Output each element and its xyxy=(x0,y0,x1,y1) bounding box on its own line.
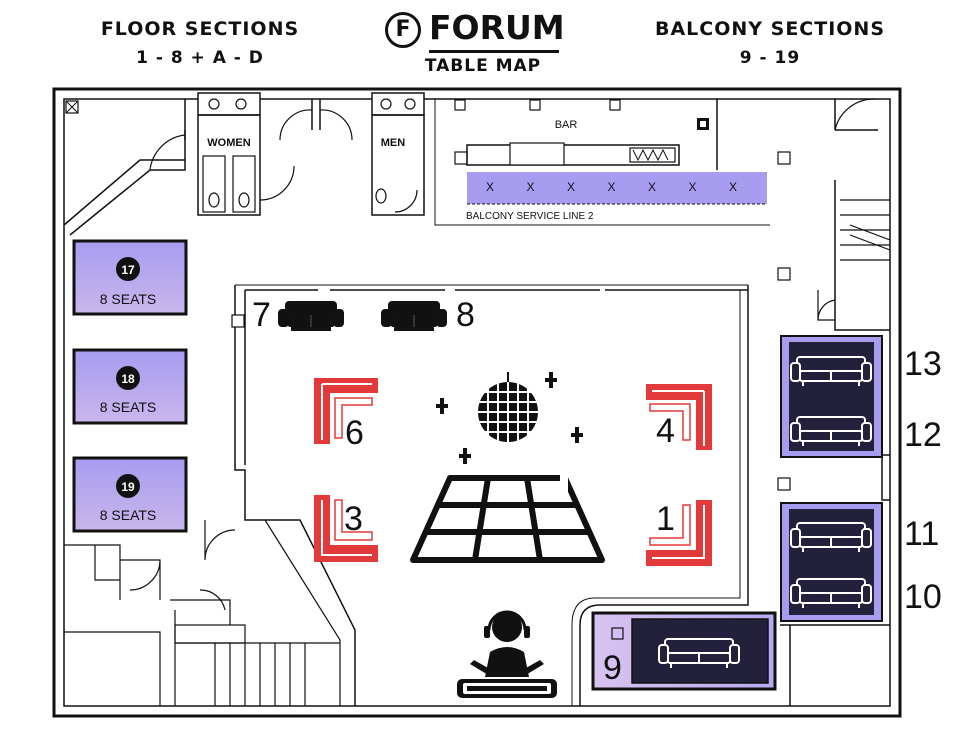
service-marker: X xyxy=(688,180,696,194)
table-17-number: 17 xyxy=(121,263,135,277)
logo-underline xyxy=(429,50,559,53)
service-marker: X xyxy=(729,180,737,194)
table-19-seats: 8 SEATS xyxy=(100,507,157,523)
section-13-label: 13 xyxy=(904,345,942,383)
corner-box-icon xyxy=(65,100,79,114)
section-9-label: 9 xyxy=(603,649,622,687)
section-7-label: 7 xyxy=(252,296,271,334)
floor-sections-title: FLOOR SECTIONS xyxy=(100,18,300,40)
service-marker: X xyxy=(526,180,534,194)
disco-ball-icon xyxy=(478,372,538,442)
section-3[interactable]: 3 xyxy=(314,495,378,562)
balcony-sections-range: 9 - 19 xyxy=(739,48,801,68)
outer-wall xyxy=(52,87,902,718)
dance-floor-icon xyxy=(410,475,605,563)
section-7[interactable]: 7 xyxy=(252,296,345,334)
service-marker: X xyxy=(607,180,615,194)
sparkle-icon xyxy=(436,372,583,464)
table-18[interactable]: 18 8 SEATS xyxy=(72,348,188,425)
section-11-label: 11 xyxy=(904,515,939,553)
section-1-label: 1 xyxy=(656,500,675,538)
sofa-icon xyxy=(380,300,448,332)
service-line-label: BALCONY SERVICE LINE 2 xyxy=(466,211,594,222)
forum-logo: F FORUM TABLE MAP xyxy=(383,8,565,80)
section-11-10-booth[interactable] xyxy=(780,502,883,622)
table-17-seats: 8 SEATS xyxy=(100,291,157,307)
balcony-sections-header: BALCONY SECTIONS 9 - 19 xyxy=(640,18,900,68)
floor-sections-header: FLOOR SECTIONS 1 - 8 + A - D xyxy=(80,18,320,68)
table-17[interactable]: 17 8 SEATS xyxy=(72,239,188,316)
table-18-seats: 8 SEATS xyxy=(100,399,157,415)
section-13-12-booth[interactable] xyxy=(780,335,883,458)
dj-icon xyxy=(457,610,557,698)
floor-sections-range: 1 - 8 + A - D xyxy=(136,48,264,68)
service-marker: X xyxy=(486,180,494,194)
forum-logo-mark: F xyxy=(385,12,421,48)
section-10-label: 10 xyxy=(904,578,942,616)
womens-restroom xyxy=(197,114,261,216)
section-4[interactable]: 4 xyxy=(646,384,712,450)
table-map-title: TABLE MAP xyxy=(424,56,542,76)
women-label: WOMEN xyxy=(207,137,250,149)
men-label: MEN xyxy=(381,137,406,149)
section-12-label: 12 xyxy=(904,416,942,454)
section-6-label: 6 xyxy=(345,414,364,452)
section-8[interactable]: 8 xyxy=(380,296,475,334)
bar-label: BAR xyxy=(555,119,578,131)
balcony-service-line xyxy=(467,172,767,204)
section-4-label: 4 xyxy=(656,412,675,450)
section-6[interactable]: 6 xyxy=(314,378,378,452)
service-marker: X xyxy=(648,180,656,194)
forum-logo-word: FORUM xyxy=(429,8,565,47)
balcony-sections-title: BALCONY SECTIONS xyxy=(654,18,886,40)
section-9[interactable]: 9 xyxy=(591,611,777,691)
service-marker: X xyxy=(567,180,575,194)
table-18-number: 18 xyxy=(121,372,135,386)
section-3-label: 3 xyxy=(344,500,363,538)
section-8-label: 8 xyxy=(456,296,475,334)
table-19[interactable]: 19 8 SEATS xyxy=(72,456,188,533)
sofa-icon xyxy=(277,300,345,332)
mens-restroom xyxy=(371,114,425,216)
section-1[interactable]: 1 xyxy=(646,500,712,566)
table-19-number: 19 xyxy=(121,480,135,494)
